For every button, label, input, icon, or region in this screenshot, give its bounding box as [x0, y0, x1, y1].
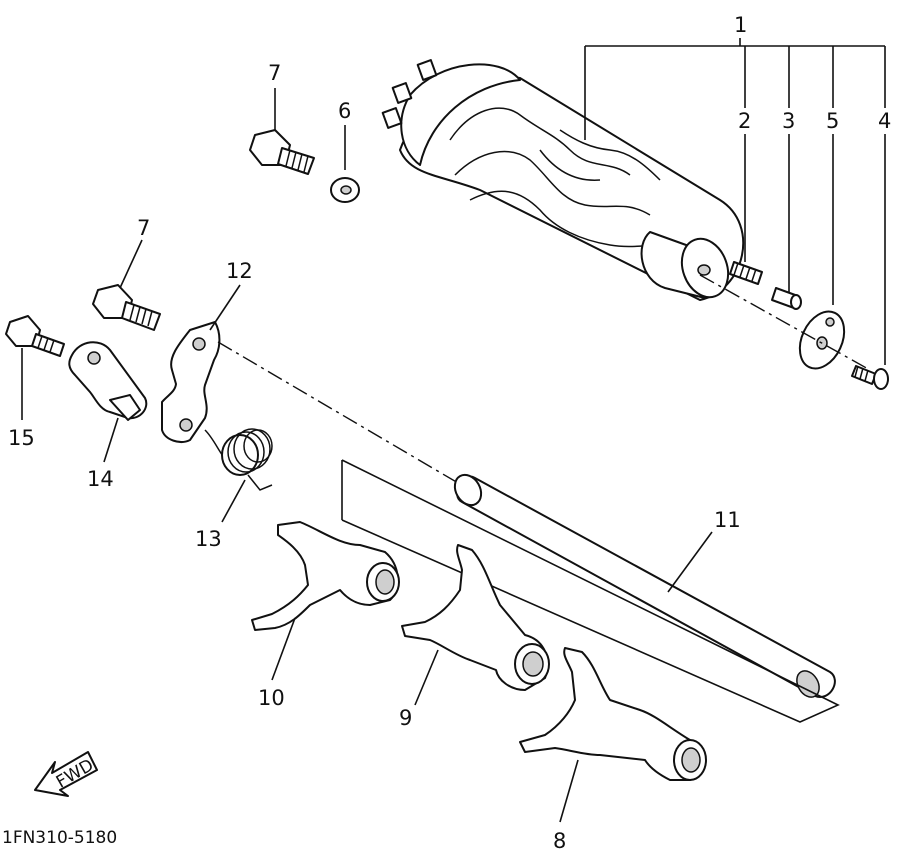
forward-direction-arrow: FWD: [34, 751, 98, 797]
bolt-upper: [249, 129, 315, 175]
callout-4: 4: [878, 109, 891, 133]
shift-drum: [381, 59, 745, 301]
guide-bar: [453, 473, 836, 699]
fork-bracket: [341, 459, 840, 723]
shift-fork-9: [401, 544, 550, 691]
callout-5: 5: [826, 109, 839, 133]
callout-10-leader: [271, 617, 296, 681]
callout-12: 12: [226, 259, 253, 283]
drum-axis-line: [699, 274, 871, 371]
reference-code: 1FN310-5180: [2, 828, 117, 848]
segment-plate: [161, 321, 221, 443]
callout-9: 9: [399, 706, 412, 730]
washer: [330, 177, 360, 203]
callout-7b-leader: [119, 239, 143, 289]
callout-12-leader: [209, 284, 241, 331]
callout-8: 8: [553, 829, 566, 853]
stopper-lever: [68, 341, 148, 421]
plate-screw: [851, 365, 889, 390]
callout-15: 15: [8, 426, 35, 450]
detent-pin: [771, 287, 802, 310]
callout-10: 10: [258, 686, 285, 710]
torsion-spring: [204, 428, 273, 491]
callout-7b: 7: [137, 216, 150, 240]
callout-14: 14: [87, 467, 114, 491]
shift-fork-10: [251, 521, 400, 631]
callout-14-leader: [103, 417, 119, 463]
callout-6: 6: [338, 99, 351, 123]
callout-13: 13: [195, 527, 222, 551]
bolt-15: [5, 315, 65, 357]
callout-3: 3: [782, 109, 795, 133]
callout-9-leader: [414, 649, 439, 706]
bolt-lower: [92, 284, 161, 331]
shift-fork-8: [519, 647, 707, 781]
callout-7a: 7: [268, 61, 281, 85]
stopper-plate: [798, 310, 846, 370]
callout-1: 1: [734, 13, 747, 37]
shaft-axis-line: [217, 341, 471, 491]
detent-spring: [729, 261, 763, 285]
callout-2: 2: [738, 109, 751, 133]
callout-11-leader: [667, 531, 713, 593]
callout-13-leader: [221, 479, 246, 523]
callout-11: 11: [714, 508, 741, 532]
callout-8-leader: [559, 759, 579, 823]
callout-1-bracket: [584, 38, 886, 365]
